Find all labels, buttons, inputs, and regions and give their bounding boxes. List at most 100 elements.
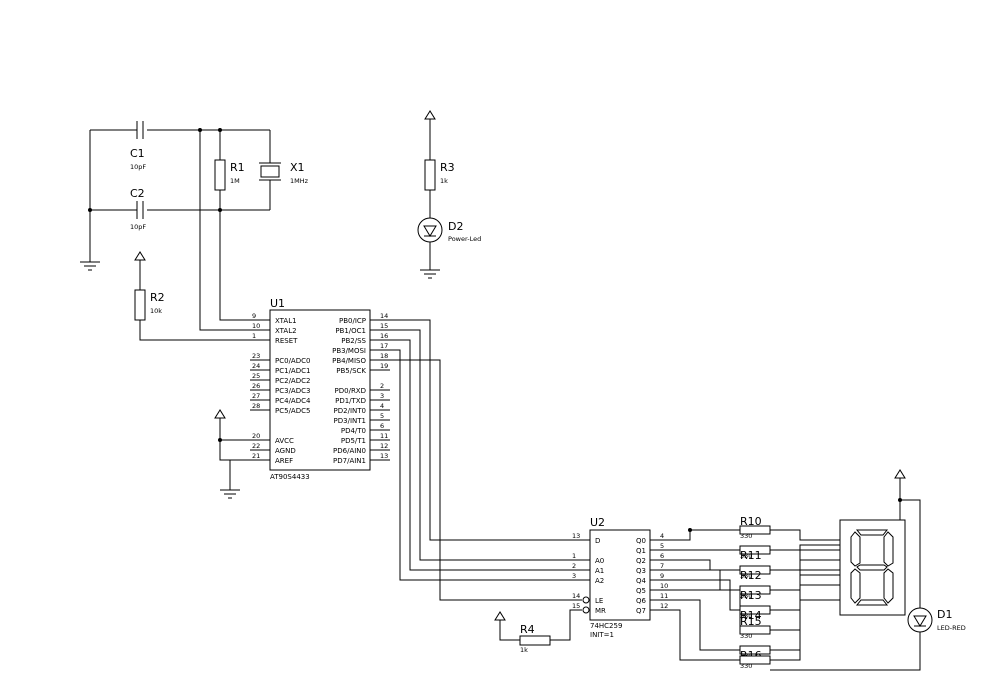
c2-ref: C2 [130, 187, 145, 200]
oscillator-section: C1 10pF C2 10pF R1 1M X1 1MHz [80, 121, 309, 331]
u2-pin-name: D [595, 537, 600, 545]
power-arrow [494, 611, 506, 621]
u1-pin-number: 5 [380, 412, 384, 420]
u1-pin-number: 27 [252, 392, 260, 400]
segment-resistors: R10330R11330R12330R13330R14330R15330R163… [670, 515, 840, 670]
segment-d [855, 599, 889, 606]
resistor-value: 330 [740, 572, 752, 580]
u1-pin-number: 15 [380, 322, 388, 330]
r1-value: 1M [230, 177, 240, 185]
r2-body [134, 289, 146, 321]
u1-pin-name: PB0/ICP [339, 317, 366, 325]
u1-pin-name: XTAL2 [275, 327, 297, 335]
u2-pin-number: 1 [572, 552, 576, 560]
u2-pin-name: Q3 [636, 567, 646, 575]
r3-ref: R3 [440, 161, 455, 174]
u1-pin-number: 4 [380, 402, 384, 410]
junction-dot [688, 528, 692, 532]
resistor-value: 330 [740, 632, 752, 640]
resistor-value: 330 [740, 552, 752, 560]
u2-pin-inverter [582, 596, 590, 604]
u2-pin-number: 3 [572, 572, 576, 580]
u2-pin-name: Q7 [636, 607, 646, 615]
u1-pin-name: PC3/ADC3 [275, 387, 310, 395]
r2-ref: R2 [150, 291, 165, 304]
d2-value: Power-Led [448, 235, 481, 243]
c2-value: 10pF [130, 223, 146, 231]
u2-note: INIT=1 [590, 631, 614, 639]
resistor-value: 330 [740, 662, 752, 670]
segment-wire [670, 529, 740, 541]
u2-pin-name: Q5 [636, 587, 646, 595]
u1-pin-name: PC2/ADC2 [275, 377, 310, 385]
u1-pin-number: 14 [380, 312, 388, 320]
u1-pin-number: 24 [252, 362, 260, 370]
u1-pin-name: PB2/SS [341, 337, 366, 345]
segment-c [883, 568, 894, 604]
u2-pin-number: 11 [660, 592, 668, 600]
u1-pin-name: PC4/ADC4 [275, 397, 311, 405]
r1-ref: R1 [230, 161, 245, 174]
u1-pin-name: PD5/T1 [341, 437, 366, 445]
resistor-ref: R10 [740, 515, 762, 528]
u1-ref: U1 [270, 297, 285, 310]
u1-pin-name: PB5/SCK [336, 367, 366, 375]
u2-pin-name: LE [595, 597, 603, 605]
u1-pin-number: 23 [252, 352, 260, 360]
u1-pin-name: PD7/AIN1 [333, 457, 366, 465]
u1-pin-name: PD0/RXD [335, 387, 366, 395]
u1-pin-name: PB4/MISO [332, 357, 366, 365]
resistor-label: R12 [740, 569, 762, 582]
u1-body [269, 309, 371, 471]
u2-ref: U2 [590, 516, 605, 529]
r3-body [424, 159, 436, 191]
x1-ref: X1 [290, 161, 305, 174]
segment-wire [670, 579, 740, 611]
d2-body [417, 217, 443, 243]
u1-pin-name: PB1/OC1 [335, 327, 366, 335]
u1-pin-number: 6 [380, 422, 384, 430]
u2-pin-name: MR [595, 607, 606, 615]
u2-pin-inverter [582, 606, 590, 614]
u1-pin-name: PB3/MOSI [332, 347, 366, 355]
segment-wire [670, 559, 740, 571]
u1-pin-number: 1 [252, 332, 256, 340]
u2-pin-name: A1 [595, 567, 604, 575]
segment-wire [770, 574, 840, 631]
resistor-value: 330 [740, 612, 752, 620]
u1-pin-number: 11 [380, 432, 388, 440]
segment-a [855, 529, 889, 536]
junction-dot [218, 128, 222, 132]
resistor-label: R13 [740, 589, 762, 602]
x1-body [260, 165, 280, 178]
u1-pin-number: 26 [252, 382, 260, 390]
u2-pin-number: 7 [660, 562, 664, 570]
u1-pin-number: 21 [252, 452, 260, 460]
c1-value: 10pF [130, 163, 146, 171]
r3-value: 1k [440, 177, 448, 185]
u2-pin-number: 5 [660, 542, 664, 550]
segment-wire [770, 544, 840, 551]
u2-pin-number: 14 [572, 592, 580, 600]
c1-ref: C1 [130, 147, 145, 160]
segment-e [850, 568, 861, 604]
u2-pin-name: A0 [595, 557, 604, 565]
u1-pin-name: XTAL1 [275, 317, 297, 325]
u1-pin-name: PD4/T0 [341, 427, 366, 435]
power-arrow [134, 251, 146, 261]
u1-pin-name: PD2/INT0 [334, 407, 366, 415]
u2-pin-number: 15 [572, 602, 580, 610]
resistor-label: R11 [740, 549, 762, 562]
power-arrow [214, 409, 226, 419]
r4-ref: R4 [520, 623, 535, 636]
u1-pin-number: 18 [380, 352, 388, 360]
u2-pin-name: Q1 [636, 547, 646, 555]
segment-b [883, 531, 894, 567]
junction-dot [88, 208, 92, 212]
u1-pin-number: 2 [380, 382, 384, 390]
d2-ref: D2 [448, 220, 463, 233]
r4-value: 1k [520, 646, 528, 654]
